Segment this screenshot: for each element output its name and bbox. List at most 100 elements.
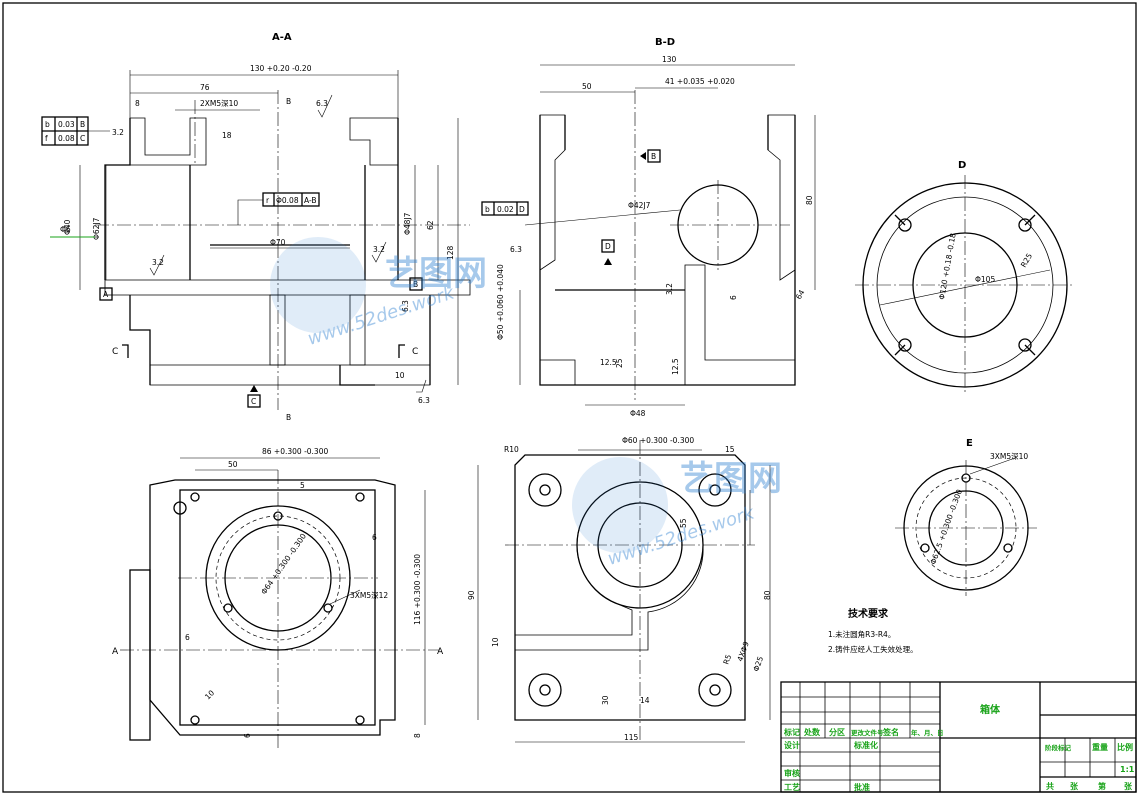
dim-bl-phi: Φ64 +0.300 -0.300 <box>259 532 308 596</box>
rough-aa-4: 6.3 <box>401 300 410 312</box>
svg-text:D: D <box>519 205 525 214</box>
tech-line-1: 1.未注圆角R3-R4。 <box>828 629 895 639</box>
dim-bm-10: 10 <box>491 637 500 647</box>
dim-aa-18: 18 <box>222 131 232 140</box>
dim-d-phi105: Φ105 <box>975 275 995 284</box>
hdr-date: 年、月、日 <box>911 728 944 737</box>
svg-text:艺图网: 艺图网 <box>385 254 487 294</box>
hdr-mark: 标记 <box>783 727 800 737</box>
tb-scale-value: 1:1 <box>1120 765 1135 774</box>
tolerance-frame-aa: b 0.03 B f 0.08 C 3.2 <box>41 116 124 146</box>
svg-text:A-B: A-B <box>304 196 317 205</box>
rough-aa-1: 6.3 <box>316 99 328 108</box>
section-view-aa: A-A 130 +0.20 -0.20 76 8 2XM5深10 18 Φ40 … <box>41 32 471 422</box>
tb-page: 第 <box>1098 781 1106 791</box>
dim-aa-phi62: Φ62J7 <box>92 217 101 240</box>
dim-bd-6: 6 <box>729 295 738 300</box>
watermark-2: 艺图网 www.52des.work <box>572 457 782 570</box>
view-d: D Φ105 Φ120 +0.18 -0.18 R25 <box>855 160 1075 395</box>
svg-text:r: r <box>266 196 270 205</box>
dim-bd-phi48: Φ48 <box>630 409 646 418</box>
title-block: 箱体 标记 处数 分区 更改文件号 签名 年、月、日 设计 标准化 审核 工艺 … <box>780 681 1137 793</box>
tb-standardize: 标准化 <box>853 740 878 750</box>
dim-bm-top: Φ60 +0.300 -0.300 <box>622 436 694 445</box>
dim-aa-128: 128 <box>446 245 455 260</box>
datum-c: C <box>251 397 256 406</box>
svg-text:b: b <box>485 205 490 214</box>
dim-bm-115: 115 <box>624 733 639 742</box>
hdr-change: 更改文件号 <box>851 728 884 737</box>
rough-bd-4: 12.5 <box>671 358 680 375</box>
dim-bm-r10: R10 <box>504 445 519 454</box>
technical-requirements: 技术要求 1.未注圆角R3-R4。 2.铸件应经人工失效处理。 <box>828 607 918 654</box>
hdr-count: 处数 <box>803 727 821 737</box>
dim-bl-6a: 6 <box>372 533 377 542</box>
tolerance-frame-bd: b 0.02 D <box>481 201 529 216</box>
view-e: E 3XM5深10 Φ62.5 +0.300 -0.300 <box>895 438 1037 596</box>
dim-e-thread: 3XM5深10 <box>990 452 1028 461</box>
dim-bm-30: 30 <box>601 695 610 705</box>
svg-text:艺图网: 艺图网 <box>680 459 782 499</box>
rough-aa-3: 3.2 <box>373 245 385 254</box>
dim-bd-64: 64 <box>794 288 807 301</box>
bl-a-right: A <box>437 647 444 657</box>
dim-bd-25: 25 <box>615 358 624 368</box>
svg-text:0.02: 0.02 <box>497 205 514 214</box>
dim-bl-6c: 6 <box>243 733 252 738</box>
dim-bd-41: 41 +0.035 +0.020 <box>665 77 735 86</box>
dim-bm-55: 55 <box>679 518 688 528</box>
dim-bm-r5: R5 <box>721 653 733 666</box>
tb-total: 共 <box>1046 781 1054 791</box>
tb-weight: 重量 <box>1092 742 1108 752</box>
tb-scale: 比例 <box>1117 742 1133 752</box>
dim-aa-overall: 130 +0.20 -0.20 <box>250 64 312 73</box>
cut-c-right: C <box>412 347 418 357</box>
dim-bm-phi25: Φ25 <box>751 655 765 673</box>
dim-bm-90: 90 <box>467 590 476 600</box>
rough-bd-2: 12.5 <box>600 358 617 367</box>
svg-text:C: C <box>80 134 85 143</box>
dim-aa-phi48: Φ48J7 <box>403 212 412 235</box>
dim-bm-15: 15 <box>725 445 735 454</box>
cut-c-left: C <box>112 347 118 357</box>
dim-bl-side: 116 +0.300 -0.300 <box>413 554 422 625</box>
dim-bd-130: 130 <box>662 55 677 64</box>
svg-text:3.2: 3.2 <box>112 128 124 137</box>
rough-aa-2: 3.2 <box>152 258 164 267</box>
dim-bl-thread: 3XM5深12 <box>350 591 388 600</box>
tech-title: 技术要求 <box>848 607 889 620</box>
dim-d-phi120: Φ120 +0.18 -0.18 <box>937 232 958 300</box>
tolerance-frame-aa-mid: r Φ0.08 A-B <box>237 192 320 225</box>
dim-e-phi: Φ62.5 +0.300 -0.300 <box>928 488 964 566</box>
tb-approve: 批准 <box>854 782 870 792</box>
dim-aa-62: 62 <box>426 220 435 230</box>
section-aa-title: A-A <box>272 32 292 43</box>
view-e-title: E <box>966 438 973 449</box>
tb-review: 审核 <box>784 768 800 778</box>
dim-aa-10: 10 <box>395 371 405 380</box>
hdr-sign: 签名 <box>882 727 899 737</box>
cut-b-bottom: B <box>286 413 291 422</box>
hdr-zone: 分区 <box>829 727 845 737</box>
dim-bl-50: 50 <box>228 460 238 469</box>
dim-d-r25: R25 <box>1019 252 1034 269</box>
section-aa-midwall <box>104 279 471 296</box>
tb-stage: 阶段标记 <box>1045 743 1072 752</box>
section-bd-title: B-D <box>655 37 675 48</box>
datum-b: B <box>413 280 418 289</box>
dim-bd-50: 50 <box>582 82 592 91</box>
datum-box-bd: B <box>651 152 656 161</box>
tech-line-2: 2.铸件应经人工失效处理。 <box>828 644 918 654</box>
view-d-title: D <box>958 160 966 171</box>
dim-bl-top: 86 +0.300 -0.300 <box>262 447 328 456</box>
rough-aa-5: 6.3 <box>418 396 430 405</box>
dim-bl-6b: 6 <box>185 633 190 642</box>
rough-bd-1: 6.3 <box>510 245 522 254</box>
svg-text:b: b <box>45 120 50 129</box>
svg-text:0.03: 0.03 <box>58 120 75 129</box>
dim-aa-phi70: Φ70 <box>270 238 286 247</box>
svg-text:B: B <box>80 120 85 129</box>
